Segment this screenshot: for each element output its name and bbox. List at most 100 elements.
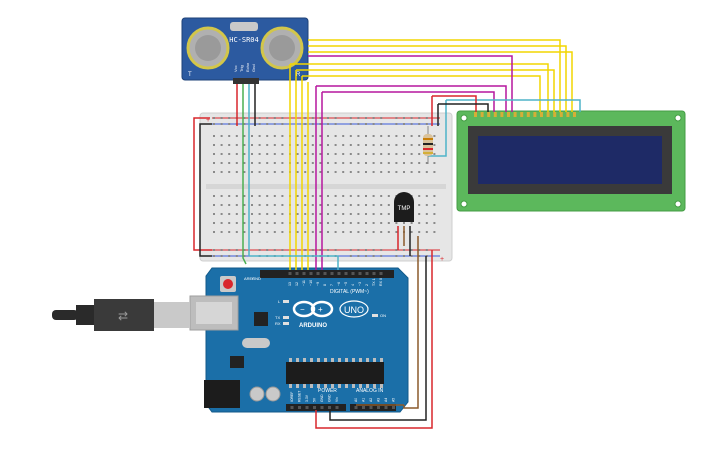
- bottom-headers: [290, 406, 395, 409]
- microcontroller-chip: [286, 362, 384, 384]
- digital-pin-hole[interactable]: [372, 272, 376, 275]
- l-label: L: [278, 299, 281, 304]
- svg-text:+: +: [318, 305, 323, 314]
- lcd-pin: [553, 112, 557, 117]
- rail-plus-label: +: [206, 117, 210, 124]
- rail-plus-label-bottom: +: [440, 256, 444, 263]
- digital-header: [288, 272, 383, 275]
- digital-pin-hole[interactable]: [330, 272, 334, 275]
- power-pin-hole[interactable]: [298, 406, 301, 409]
- power-pin-label: GND: [320, 394, 324, 402]
- temperature-sensor[interactable]: TMP: [394, 192, 414, 222]
- digital-pin-hole[interactable]: [316, 272, 320, 275]
- wires: [193, 39, 581, 429]
- lcd-pin: [474, 112, 477, 117]
- digital-pin-hole[interactable]: [295, 272, 299, 275]
- lcd-pin: [559, 112, 563, 117]
- power-pin-hole[interactable]: [320, 406, 324, 409]
- lcd-pin: [533, 112, 537, 117]
- lcd-display[interactable]: [456, 110, 686, 212]
- lcd-pin: [493, 112, 497, 117]
- sensor-model-label: HC-SR04: [229, 36, 259, 44]
- rx-led: [283, 322, 289, 325]
- digital-pin-hole[interactable]: [337, 272, 341, 275]
- digital-pin-label: ~10: [309, 280, 313, 286]
- gnd-label-top: GND: [252, 276, 261, 281]
- analog-pin-hole[interactable]: [377, 406, 380, 409]
- analog-pin-hole[interactable]: [384, 406, 388, 409]
- rx-label: RX: [275, 321, 281, 326]
- svg-text:R: R: [296, 72, 301, 78]
- digital-pin-label: TX 1: [372, 278, 376, 286]
- analog-pin-hole[interactable]: [369, 406, 373, 409]
- lcd-header-pins: [474, 112, 576, 117]
- power-pin-hole[interactable]: [305, 406, 309, 409]
- digital-pin-label: 2: [365, 284, 369, 286]
- resistor[interactable]: [423, 126, 433, 164]
- digital-pin-hole[interactable]: [358, 272, 362, 275]
- power-pin-hole[interactable]: [335, 406, 339, 409]
- analog-pin-hole[interactable]: [354, 406, 358, 409]
- analog-pin-label: A4: [384, 398, 388, 402]
- analog-pin-label: A1: [362, 398, 366, 402]
- svg-text:T: T: [188, 72, 192, 78]
- digital-label: DIGITAL (PWM~): [330, 289, 369, 295]
- digital-pin-label: ~11: [302, 280, 306, 286]
- usb-plug: [94, 299, 154, 331]
- aref-label: AREF: [244, 276, 255, 281]
- digital-pin-hole[interactable]: [288, 272, 292, 275]
- on-led: [372, 314, 378, 317]
- digital-pin-hole[interactable]: [344, 272, 348, 275]
- analog-pin-hole[interactable]: [392, 406, 395, 409]
- digital-pin-label: 8: [323, 284, 327, 286]
- digital-pin-hole[interactable]: [323, 272, 327, 275]
- tx-label: TX: [275, 315, 280, 320]
- l-led: [283, 300, 289, 303]
- arduino-model: UNO: [344, 305, 364, 315]
- tx-led: [283, 316, 289, 319]
- sensor-pin-gnd: Gnd: [251, 64, 256, 72]
- digital-pin-label: ~3: [358, 282, 362, 286]
- digital-pin-label: 13: [288, 282, 292, 286]
- lcd-pin: [566, 112, 570, 117]
- digital-pin-hole[interactable]: [379, 272, 383, 275]
- lcd-pin: [540, 112, 543, 117]
- power-pin-hole[interactable]: [290, 406, 294, 409]
- power-pin-hole[interactable]: [328, 406, 331, 409]
- digital-pin-label: ~9: [316, 282, 320, 286]
- digital-pin-hole[interactable]: [309, 272, 313, 275]
- breadboard[interactable]: + +: [199, 112, 453, 263]
- lcd-pin: [546, 112, 550, 117]
- sensor-pin-labels: Vcc Trig Echo Gnd: [233, 62, 256, 72]
- power-pin-hole[interactable]: [313, 406, 316, 409]
- lcd-pin: [487, 112, 491, 117]
- power-pin-label: 3.3V: [305, 394, 309, 402]
- reset-button-cap[interactable]: [223, 279, 233, 289]
- usb-cable[interactable]: ⇄: [52, 299, 190, 331]
- digital-pin-hole[interactable]: [351, 272, 355, 275]
- digital-pin-label: 7: [330, 284, 334, 286]
- power-label: POWER: [318, 388, 337, 394]
- lcd-screen: [478, 136, 662, 184]
- digital-pin-hole[interactable]: [365, 272, 369, 275]
- lcd-pin: [526, 112, 530, 117]
- ultrasonic-sensor[interactable]: HC-SR04 T R Vcc Trig Echo Gnd: [181, 17, 309, 84]
- usb-icon: ⇄: [118, 309, 128, 323]
- tmp-label: TMP: [398, 206, 411, 212]
- analog-pin-hole[interactable]: [362, 406, 365, 409]
- digital-pin-label: ~5: [344, 282, 348, 286]
- power-pin-label: IOREF: [290, 392, 294, 402]
- analog-pin-label: A3: [377, 398, 381, 402]
- digital-pin-hole[interactable]: [302, 272, 306, 275]
- sensor-pin-vcc: Vcc: [233, 65, 238, 72]
- analog-pin-label: A0: [354, 398, 358, 402]
- lcd-pin: [507, 112, 510, 117]
- power-pin-label: 5V: [313, 397, 317, 402]
- power-pin-label: Vin: [335, 397, 339, 402]
